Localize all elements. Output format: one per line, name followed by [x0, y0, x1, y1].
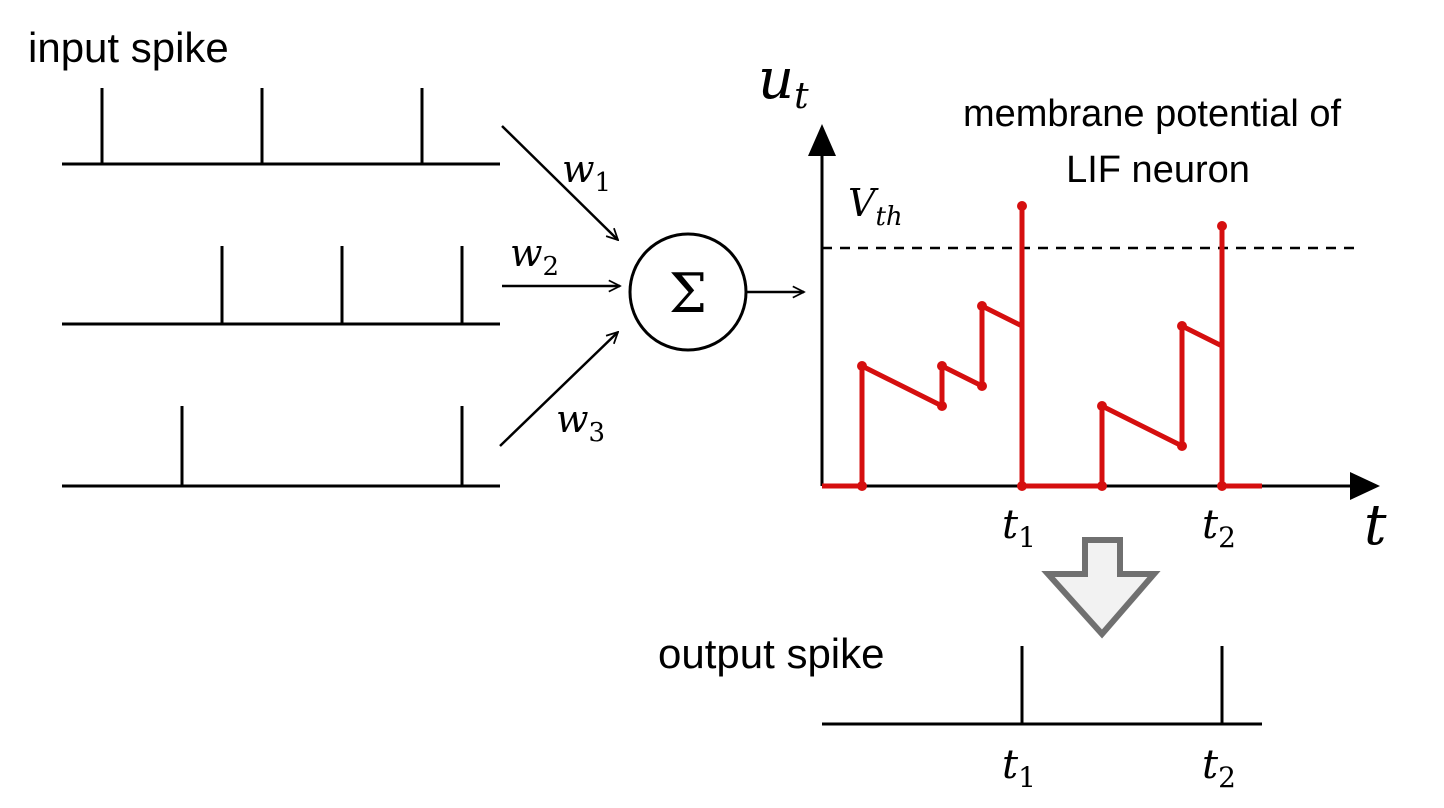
- input-spike-train-2: [62, 246, 500, 326]
- time-mark-t2: t2: [1202, 502, 1236, 554]
- output-time-mark-t2: t2: [1202, 742, 1236, 794]
- y-axis-label: ut: [758, 47, 809, 117]
- x-axis-label: t: [1364, 493, 1387, 558]
- x-axis-arrowhead: [1350, 472, 1380, 500]
- input-spike-label: input spike: [28, 24, 229, 71]
- input-spike-train-1: [62, 88, 500, 166]
- time-mark-t1: t1: [1002, 502, 1036, 554]
- weight-label-1: w1: [562, 147, 611, 198]
- membrane-potential-trace: [822, 201, 1262, 491]
- input-spike-train-3: [62, 406, 500, 488]
- y-axis-arrowhead: [808, 124, 836, 156]
- output-spike-label: output spike: [658, 630, 885, 677]
- weight-label-3: w3: [556, 397, 605, 448]
- sigma-node-icon: Σ: [628, 232, 748, 352]
- output-spike-train: [822, 646, 1262, 726]
- threshold-label: Vth: [848, 181, 903, 232]
- down-arrow-icon: [1041, 537, 1161, 639]
- weight-arrow-1: [501, 125, 618, 240]
- membrane-title-line-2: LIF neuron: [1066, 149, 1250, 191]
- weight-label-2: w2: [510, 231, 559, 282]
- sum-symbol: Σ: [669, 262, 707, 325]
- membrane-title-line-1: membrane potential of: [963, 93, 1342, 135]
- output-time-mark-t1: t1: [1002, 742, 1036, 794]
- weight-arrow-3: [499, 332, 618, 447]
